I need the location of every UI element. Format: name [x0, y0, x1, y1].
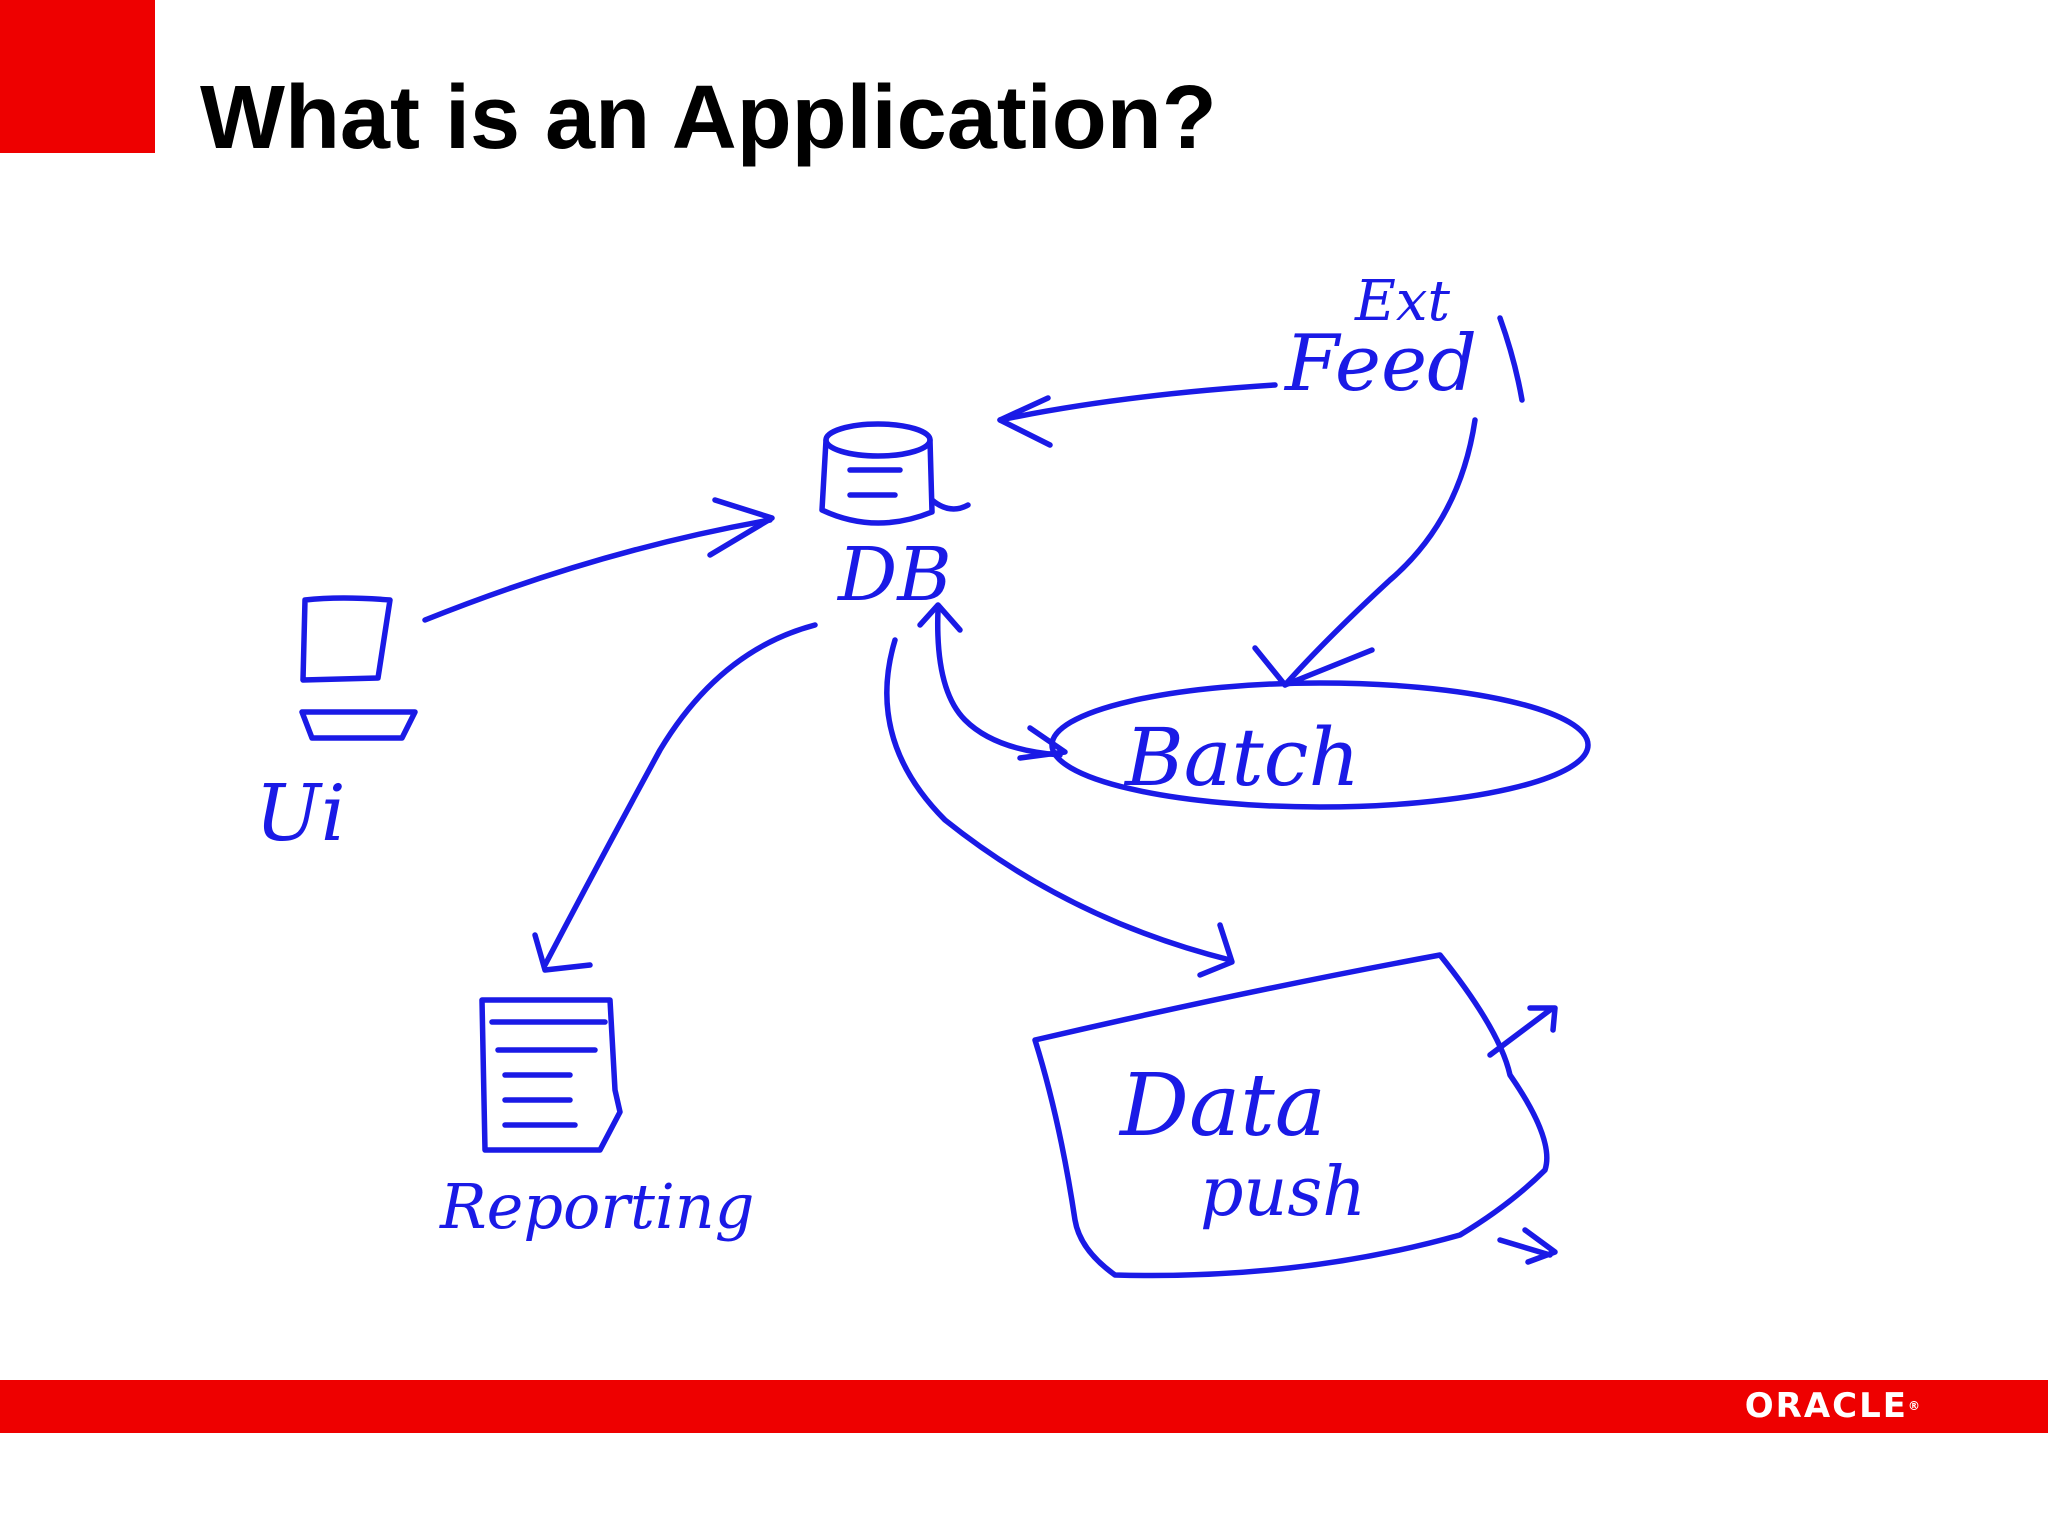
db-label: DB [836, 532, 952, 618]
report-document-icon [479, 997, 623, 1153]
feed-label: Feed [1283, 319, 1477, 409]
feed-underline [1497, 315, 1525, 403]
data-label: Data [1118, 1056, 1326, 1156]
ui-label: Ui [255, 769, 346, 859]
slide-title: What is an Application? [200, 68, 1217, 168]
oracle-logo: ORACLE® [1744, 1386, 1920, 1426]
arrow-feed-to-batch [1282, 417, 1478, 688]
arrow-db-to-data-push [884, 637, 1233, 963]
ext-label: Ext [1354, 269, 1450, 334]
reporting-label: Reporting [439, 1170, 754, 1243]
title-accent-square [0, 0, 155, 153]
batch-label: Batch [1123, 711, 1360, 804]
data-push-outline [1032, 952, 1550, 1279]
footer-bar: ORACLE® [0, 1380, 2048, 1433]
arrow-db-batch [934, 607, 1063, 758]
database-icon [819, 421, 971, 526]
arrow-db-to-reporting [542, 622, 818, 968]
push-label: push [1200, 1153, 1366, 1232]
arrow-feed-to-db [997, 382, 1278, 423]
arrow-ui-to-db [422, 517, 773, 623]
monitor-icon [299, 595, 418, 741]
